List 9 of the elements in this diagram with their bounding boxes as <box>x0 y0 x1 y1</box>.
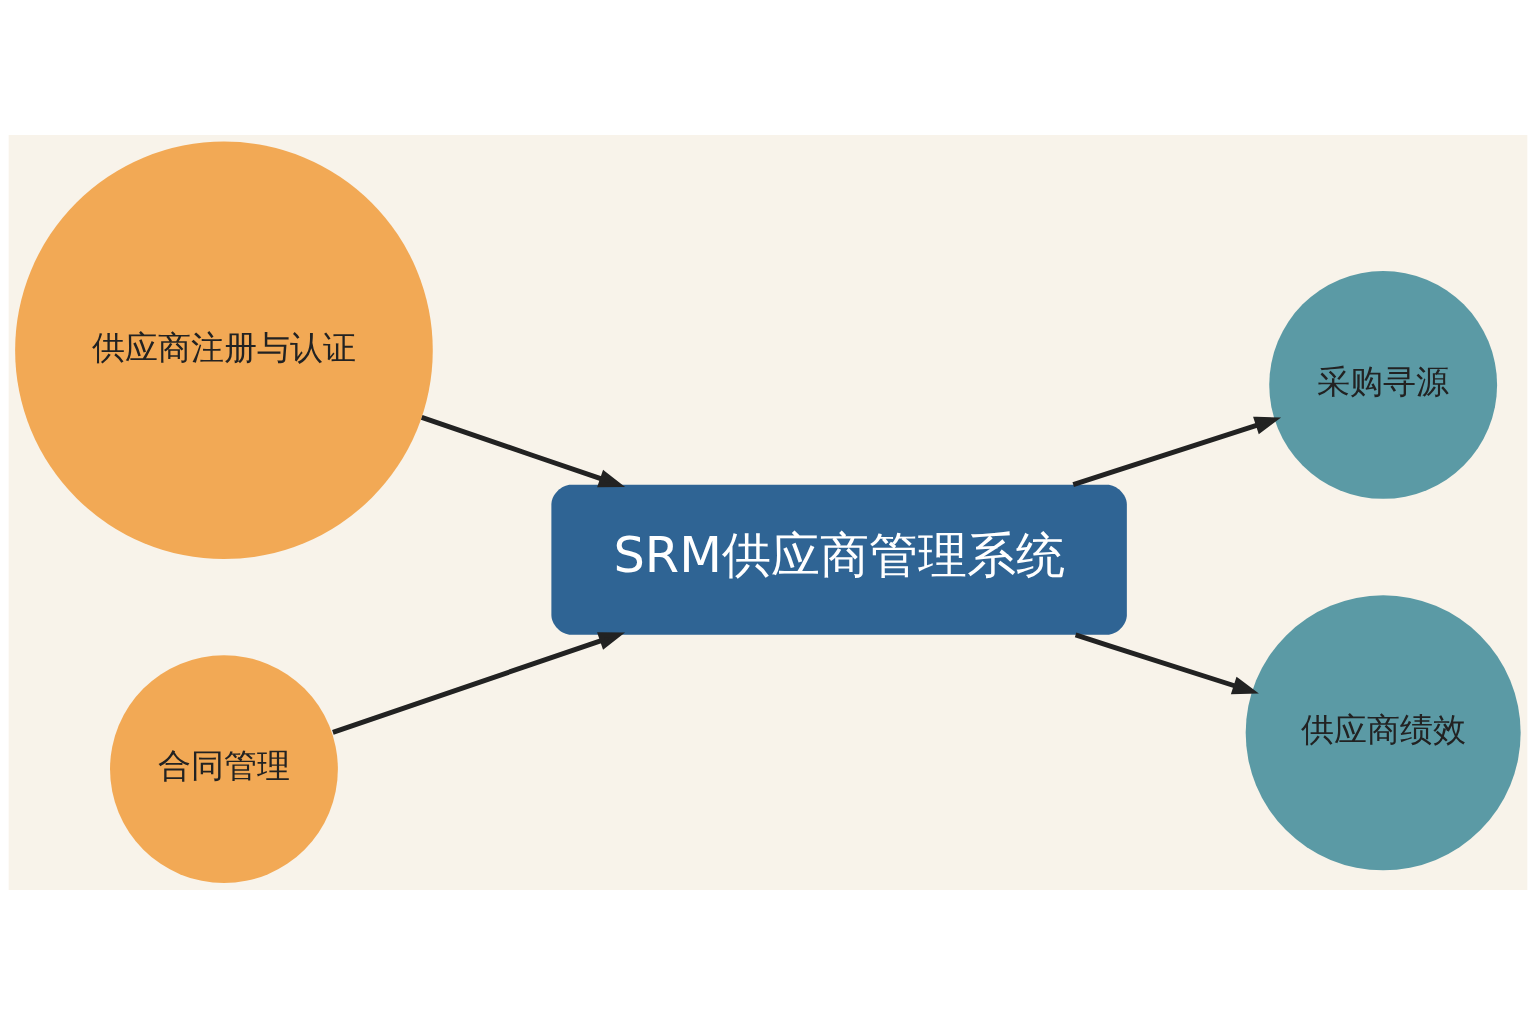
node-circle: 合同管理 <box>110 654 338 883</box>
arrow <box>1072 416 1282 487</box>
node-circle: 采购寻源 <box>1269 270 1498 499</box>
node-circle: 供应商绩效 <box>1245 594 1521 870</box>
node-circle: 供应商注册与认证 <box>15 141 433 559</box>
arrow <box>1074 632 1259 694</box>
arrow <box>420 414 626 487</box>
node-box: SRM供应商管理系统 <box>551 484 1127 635</box>
arrow <box>332 631 626 735</box>
